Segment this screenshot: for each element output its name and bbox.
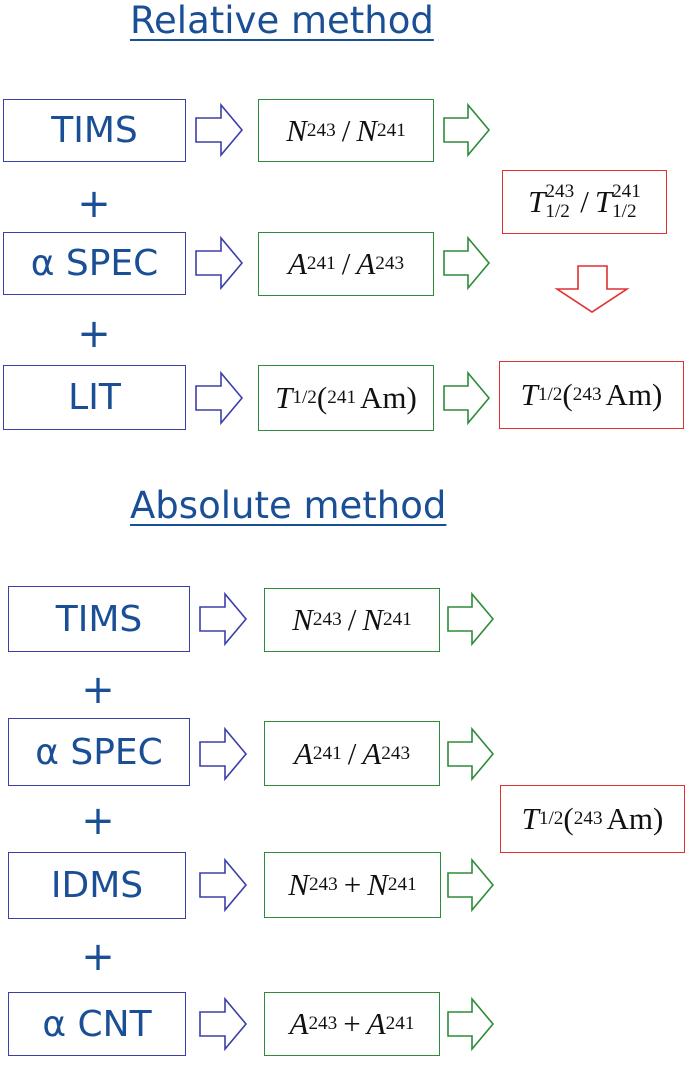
symbol: A <box>293 735 313 771</box>
element-symbol: Am <box>360 380 407 415</box>
symbol: N <box>362 602 383 637</box>
operator: / <box>580 184 589 219</box>
subscript: 241 <box>387 874 417 895</box>
absolute-method-heading: Absolute method <box>130 484 447 527</box>
symbol: A <box>362 735 382 771</box>
arrow-absolute-q1 <box>447 591 495 647</box>
operator: / <box>341 112 351 148</box>
subscript: 241 <box>385 1013 415 1034</box>
paren-close: ) <box>406 380 417 415</box>
subscript: 1/2 <box>545 201 570 222</box>
element-symbol: Am <box>606 801 654 836</box>
absolute-plus-2: + <box>81 798 115 844</box>
arrow-relative-q1 <box>443 102 491 158</box>
arrow-absolute-q4 <box>447 996 495 1052</box>
symbol: N <box>356 112 377 148</box>
subscript: 241 <box>312 742 342 764</box>
arrow-absolute-timms <box>199 591 248 647</box>
arrow-relative-lit <box>195 370 244 426</box>
absolute-source-idms: IDMS <box>8 852 186 919</box>
absolute-source-timms: TIMS <box>8 586 190 652</box>
symbol: A <box>366 1006 386 1041</box>
paren-open: ( <box>563 801 574 836</box>
arrow-relative-spec <box>195 235 244 291</box>
arrow-absolute-idms <box>199 857 248 913</box>
symbol: A <box>289 1006 309 1041</box>
operator: + <box>343 867 362 902</box>
symbol: T <box>520 377 538 412</box>
arrow-absolute-q3 <box>447 857 495 913</box>
subscript: 241 <box>383 609 412 630</box>
arrow-ratio-down <box>554 265 630 313</box>
subscript: 243 <box>308 1013 338 1034</box>
subscript: 243 <box>375 253 405 274</box>
absolute-source-alpha-spec: α SPEC <box>8 718 190 786</box>
subscript: 1/2 <box>538 808 564 829</box>
paren-open: ( <box>562 377 573 412</box>
symbol: T <box>594 184 613 219</box>
subscript: 241 <box>306 253 336 274</box>
relative-plus-1: + <box>77 181 111 227</box>
isotope-number: 243 <box>572 384 602 405</box>
symbol: N <box>286 112 307 148</box>
symbol: N <box>367 867 388 902</box>
subscript: 1/2 <box>612 201 637 222</box>
operator: / <box>347 735 357 771</box>
arrow-absolute-q2 <box>447 726 495 782</box>
absolute-plus-3: + <box>81 934 115 980</box>
superscript: 243 <box>545 180 575 202</box>
absolute-plus-1: + <box>81 667 115 713</box>
symbol: A <box>287 246 307 281</box>
element-symbol: Am <box>605 377 653 412</box>
relative-source-lit: LIT <box>3 365 186 430</box>
subscript: 1/2 <box>537 384 563 405</box>
paren-close: ) <box>652 377 663 412</box>
symbol: T <box>275 380 293 415</box>
symbol: A <box>356 246 376 281</box>
subscript: 243 <box>312 609 342 630</box>
subscript: 241 <box>377 119 406 141</box>
relative-source-timms: TIMS <box>3 99 186 162</box>
isotope-number: 241 <box>327 387 357 408</box>
subscript: 243 <box>308 874 338 895</box>
arrow-relative-q3 <box>443 370 491 426</box>
relative-plus-2: + <box>77 311 111 357</box>
symbol: T <box>521 801 539 836</box>
relative-method-heading: Relative method <box>130 0 434 42</box>
arrow-relative-timms <box>195 102 244 158</box>
isotope-number: 243 <box>573 808 603 829</box>
paren-close: ) <box>653 801 664 836</box>
symbol: N <box>292 602 313 637</box>
superscript: 241 <box>612 180 641 202</box>
arrow-absolute-cnt <box>199 996 248 1052</box>
arrow-absolute-spec <box>199 726 248 782</box>
symbol: T <box>528 184 546 219</box>
symbol: N <box>288 867 309 902</box>
operator: + <box>343 1006 361 1041</box>
subscript: 243 <box>381 742 411 764</box>
subscript: 243 <box>306 119 336 141</box>
paren-open: ( <box>316 380 328 415</box>
operator: / <box>347 602 357 637</box>
operator: / <box>341 246 351 281</box>
arrow-relative-q2 <box>443 235 491 291</box>
relative-source-alpha-spec: α SPEC <box>3 232 186 295</box>
absolute-source-alpha-cnt: α CNT <box>8 992 186 1056</box>
subscript: 1/2 <box>292 387 317 408</box>
